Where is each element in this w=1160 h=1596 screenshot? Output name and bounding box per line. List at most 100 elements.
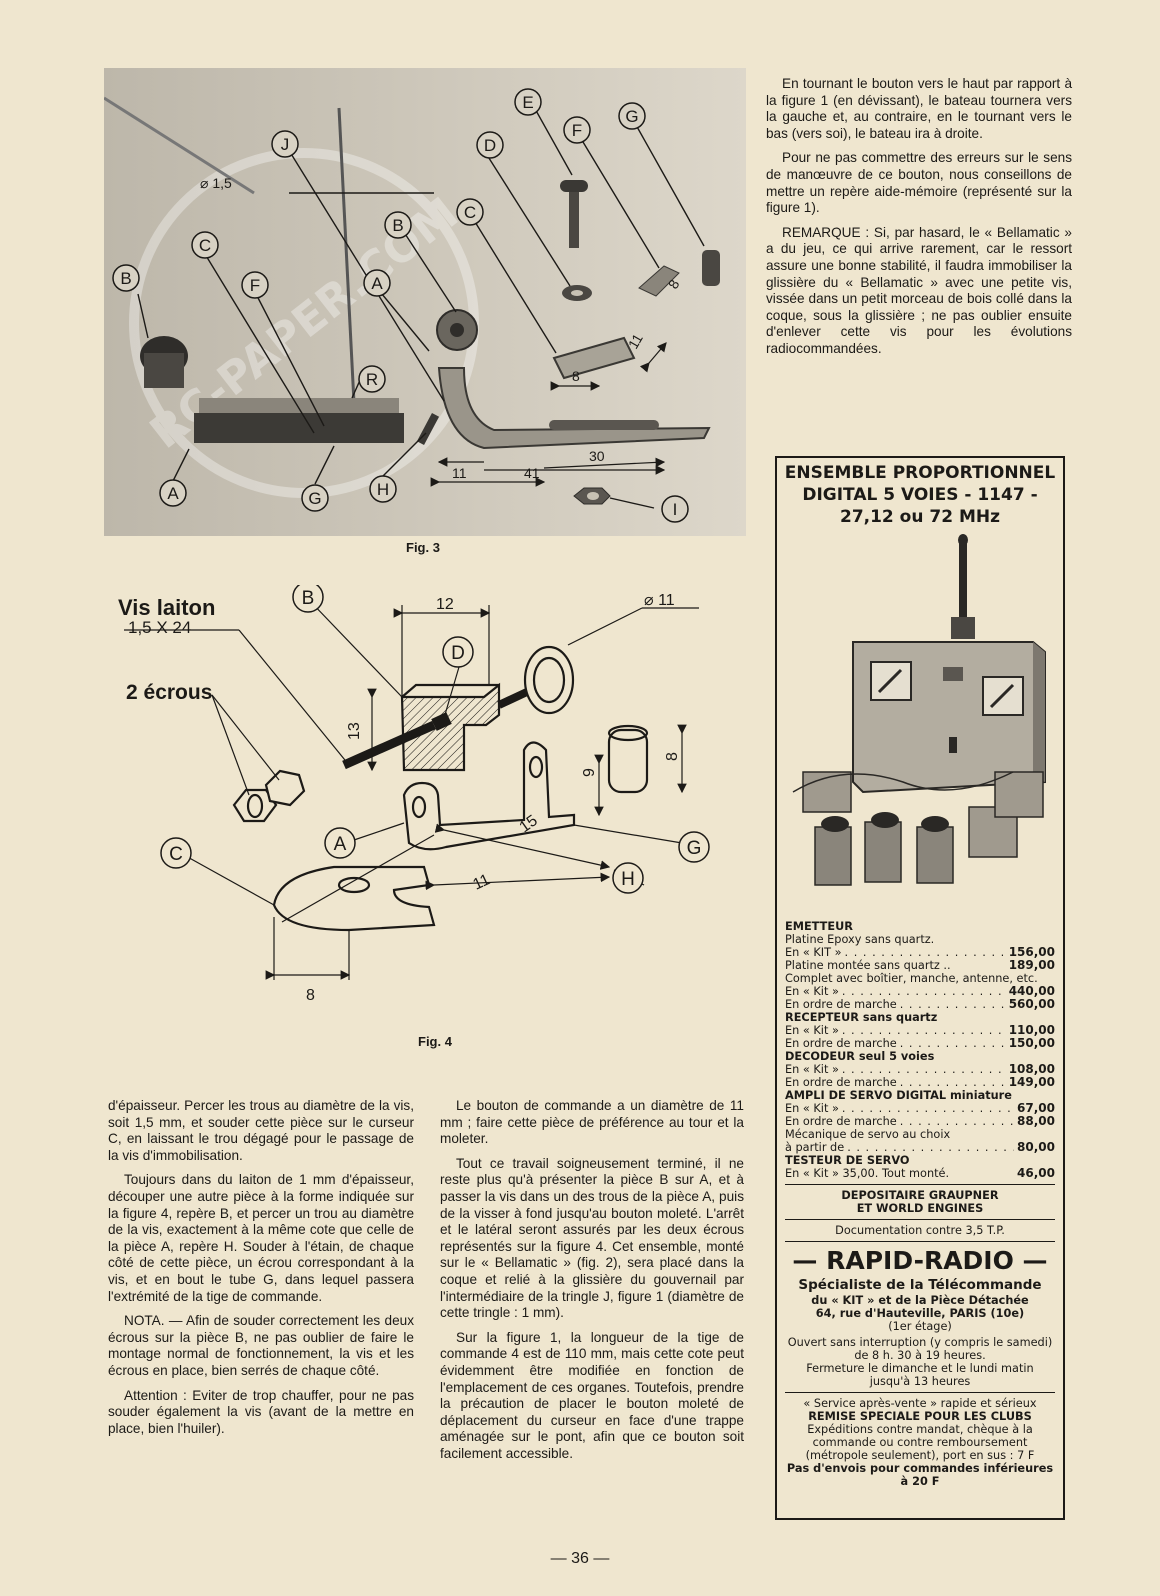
svg-text:E: E: [522, 93, 533, 112]
ad-title: ENSEMBLE PROPORTIONNEL DIGITAL 5 VOIES -…: [777, 458, 1063, 528]
ad-section-emetteur: EMETTEUR: [785, 920, 853, 933]
ad-remise: REMISE SPECIALE POUR LES CLUBS: [808, 1410, 1032, 1423]
dim-diam-11: ⌀ 11: [644, 592, 675, 609]
dim-12: 12: [436, 596, 454, 613]
figure-3-caption: Fig. 3: [406, 540, 440, 555]
ad-price-row: En ordre de marche150,00: [785, 1037, 1055, 1051]
ecrous-label: 2 écrous: [126, 681, 212, 704]
ad-closing: Fermeture le dimanche et le lundi matin …: [806, 1362, 1034, 1388]
figure-4-caption: Fig. 4: [418, 1034, 452, 1049]
svg-text:B: B: [302, 588, 315, 609]
ad-depositaire: DEPOSITAIRE GRAUPNER: [841, 1189, 999, 1202]
dim-41: 41: [524, 465, 540, 481]
svg-text:F: F: [572, 121, 582, 140]
svg-text:I: I: [673, 500, 678, 519]
label-E: E: [514, 88, 542, 116]
paragraph: Attention : Eviter de trop chauffer, pou…: [108, 1387, 414, 1436]
dim-11: 11: [471, 871, 493, 893]
label-F-right: F: [563, 116, 591, 144]
svg-text:G: G: [625, 107, 638, 126]
page-number: — 36 —: [550, 1550, 610, 1567]
label-I: I: [661, 495, 689, 523]
ad-section-decodeur: DECODEUR seul 5 voies: [785, 1050, 935, 1063]
label-D: D: [442, 636, 474, 668]
dim-9: 9: [581, 768, 598, 777]
figure-3-illustration: RC-PAPER.COM: [104, 68, 746, 536]
ad-service: « Service après-vente » rapide et sérieu…: [803, 1397, 1037, 1410]
product-photo: [783, 532, 1057, 920]
ad-price-row: Platine montée sans quartz ..189,00: [785, 958, 1055, 973]
ad-price-row: En ordre de marche149,00: [785, 1076, 1055, 1090]
ad-price-list: EMETTEUR Platine Epoxy sans quartz. En «…: [777, 920, 1063, 1488]
label-J: J: [271, 130, 299, 158]
ad-depositaire: ET WORLD ENGINES: [856, 1202, 984, 1215]
svg-text:R: R: [366, 370, 378, 389]
dim-13: 13: [346, 722, 363, 740]
svg-text:B: B: [392, 216, 403, 235]
svg-text:C: C: [199, 236, 211, 255]
paragraph: Pour ne pas commettre des erreurs sur le…: [766, 150, 1072, 216]
svg-text:C: C: [169, 844, 183, 865]
ad-hours: Ouvert sans interruption (y compris le s…: [787, 1336, 1053, 1362]
ad-section-ampli: AMPLI DE SERVO DIGITAL miniature: [785, 1089, 1012, 1102]
label-D: D: [476, 131, 504, 159]
ad-price-row: En ordre de marche88,00: [785, 1115, 1055, 1129]
transmitter-photo: [792, 534, 1046, 886]
ad-section-recepteur: RECEPTEUR sans quartz: [785, 1011, 938, 1024]
paragraph: Tout ce travail soigneusement terminé, i…: [440, 1155, 744, 1321]
label-A-bottom: A: [159, 479, 187, 507]
ad-line: Platine Epoxy sans quartz.: [785, 933, 935, 946]
paragraph: Le bouton de commande a un diamètre de 1…: [440, 1098, 744, 1147]
svg-text:A: A: [371, 274, 383, 293]
paragraph: Toujours dans du laiton de 1 mm d'épaiss…: [108, 1172, 414, 1304]
svg-text:A: A: [334, 834, 347, 855]
dim-11b: 11: [452, 465, 467, 481]
label-C: C: [160, 837, 192, 869]
svg-text:H: H: [377, 480, 389, 499]
ad-title-line: ENSEMBLE PROPORTIONNEL: [784, 463, 1056, 483]
column-1-text: d'épaisseur. Percer les trous au diamètr…: [108, 1098, 414, 1445]
ad-line: (1er étage): [888, 1320, 952, 1333]
svg-text:B: B: [120, 269, 131, 288]
shop-address: 64, rue d'Hauteville, PARIS (10e): [815, 1307, 1025, 1320]
paragraph: Sur la figure 1, la longueur de la tige …: [440, 1329, 744, 1461]
label-B-left: B: [112, 264, 140, 292]
paragraph: REMARQUE : Si, par hasard, le « Bellamat…: [766, 224, 1072, 356]
paragraph: En tournant le bouton vers le haut par r…: [766, 76, 1072, 141]
ad-min-order: Pas d'envois pour commandes inférieures …: [786, 1462, 1054, 1488]
top-right-text: En tournant le bouton vers le haut par r…: [766, 76, 1072, 366]
label-B: B: [292, 585, 324, 613]
ad-price-row: à partir de80,00: [785, 1141, 1055, 1155]
ad-line: Mécanique de servo au choix: [785, 1128, 951, 1141]
ad-price-row: En ordre de marche560,00: [785, 998, 1055, 1012]
svg-text:D: D: [451, 643, 465, 664]
label-G-bottom: G: [301, 484, 329, 512]
shop-specialty: Spécialiste de la Télécommande: [798, 1277, 1042, 1293]
label-B-mid: B: [384, 211, 412, 239]
shop-name: — RAPID-RADIO —: [792, 1246, 1048, 1275]
label-A-mid: A: [363, 269, 391, 297]
svg-text:J: J: [281, 135, 290, 154]
ad-price-row: En « Kit »440,00: [785, 985, 1055, 999]
ad-line: du « KIT » et de la Pièce Détachée: [811, 1294, 1029, 1307]
paragraph: NOTA. — Afin de souder correctement les …: [108, 1313, 414, 1378]
label-G-right: G: [618, 102, 646, 130]
column-2-text: Le bouton de commande a un diamètre de 1…: [440, 1098, 744, 1470]
svg-text:G: G: [308, 489, 321, 508]
ad-title-line: 27,12 ou 72 MHz: [839, 507, 1000, 527]
ad-price-row: En « Kit »67,00: [785, 1102, 1055, 1116]
ad-price-row: En « Kit »108,00: [785, 1063, 1055, 1077]
vis-laiton-label: Vis laiton: [118, 595, 215, 620]
dim-diameter: ⌀ 1,5: [200, 175, 232, 191]
label-H: H: [369, 475, 397, 503]
figure-4-illustration: Vis laiton 1,5 X 24 2 écrous 12 ⌀ 11 13 …: [118, 585, 710, 1004]
ad-section-testeur: TESTEUR DE SERVO: [785, 1154, 910, 1167]
ad-expeditions: Expéditions contre mandat, chèque à la c…: [805, 1423, 1035, 1462]
ad-price-row: En « Kit » 35,00. Tout monté.46,00: [785, 1166, 1055, 1181]
label-R: R: [358, 365, 386, 393]
ad-line: Complet avec boîtier, manche, antenne, e…: [785, 972, 1038, 985]
dim-30: 30: [589, 448, 605, 464]
dim-11a: 11: [625, 331, 646, 352]
label-A: A: [324, 827, 356, 859]
ad-title-line: DIGITAL 5 VOIES - 1147 -: [802, 485, 1038, 505]
